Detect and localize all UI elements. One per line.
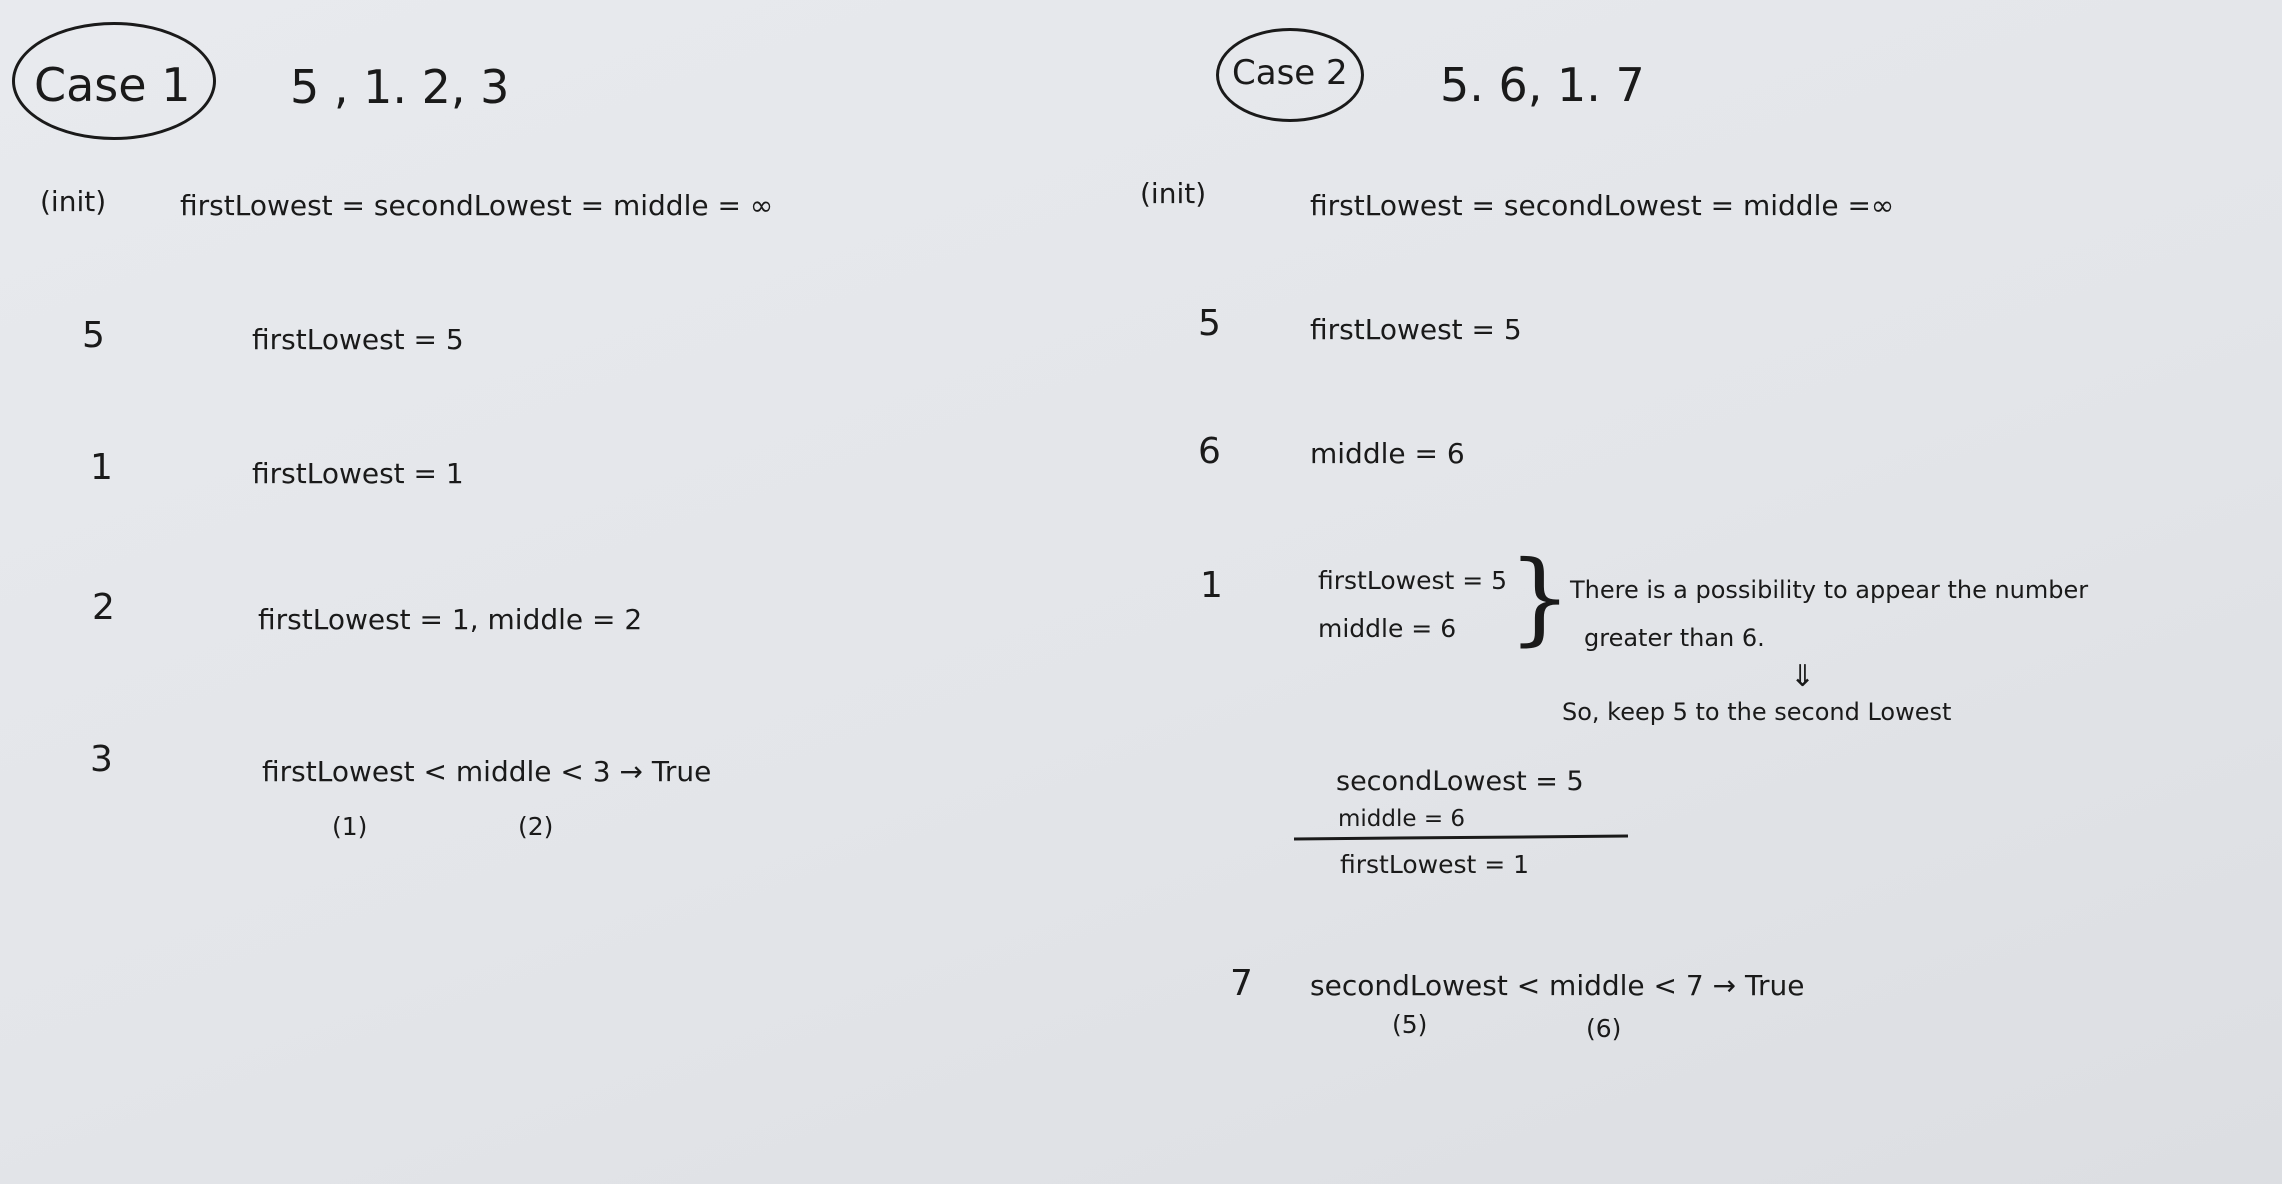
- case1-init-prefix: (init): [40, 185, 107, 218]
- case2-label: Case 2: [1232, 53, 1348, 93]
- case2-init-prefix: (init): [1140, 177, 1207, 210]
- case1-circle: [12, 22, 216, 140]
- case1-step-text: firstLowest = 1, middle = 2: [258, 603, 643, 636]
- case1-annotation-first: (1): [332, 812, 368, 841]
- case1-step-number: 1: [90, 447, 113, 488]
- case1-step-number: 3: [90, 739, 113, 780]
- case2-step-text: secondLowest < middle < 7 → True: [1310, 969, 1805, 1002]
- case2-step-text: middle = 6: [1310, 437, 1465, 470]
- case1-step-text: firstLowest = 1: [252, 457, 464, 490]
- case2-step-line: middle = 6: [1318, 614, 1457, 643]
- case2-annotation-middle: (6): [1586, 1014, 1622, 1043]
- case1-init-text: firstLowest = secondLowest = middle = ∞: [180, 189, 774, 222]
- case2-annotation-second: (5): [1392, 1010, 1428, 1039]
- case1-step-text: firstLowest = 5: [252, 323, 464, 356]
- case2-circle: [1216, 28, 1364, 122]
- case1-step-text: firstLowest < middle < 3 → True: [262, 755, 712, 788]
- stack-middle: middle = 6: [1338, 806, 1466, 832]
- divider-line: [1293, 834, 1629, 841]
- case2-step-text: firstLowest = 5: [1310, 313, 1522, 346]
- case2-step-line: firstLowest = 5: [1318, 566, 1508, 595]
- right-brace: }: [1508, 539, 1572, 656]
- case1-step-number: 2: [92, 587, 115, 628]
- case2-sequence: 5. 6, 1. 7: [1440, 58, 1645, 112]
- note-line: So, keep 5 to the second Lowest: [1562, 698, 1952, 726]
- note-line: There is a possibility to appear the num…: [1570, 576, 2089, 604]
- case2-init-text: firstLowest = secondLowest = middle =∞: [1310, 189, 1895, 222]
- case2-step-number: 7: [1230, 963, 1253, 1004]
- case2-step-number: 1: [1200, 565, 1223, 606]
- note-line: greater than 6.: [1584, 624, 1765, 652]
- case1-step-number: 5: [82, 315, 105, 356]
- case2-step-number: 6: [1198, 431, 1221, 472]
- case1-sequence: 5 , 1. 2, 3: [290, 60, 510, 114]
- case1-label: Case 1: [34, 58, 191, 112]
- case1-annotation-middle: (2): [518, 812, 554, 841]
- case2-step-number: 5: [1198, 303, 1221, 344]
- stack-second-lowest: secondLowest = 5: [1336, 766, 1584, 797]
- down-arrow: ⇓: [1790, 659, 1816, 694]
- stack-first-lowest: firstLowest = 1: [1340, 850, 1530, 879]
